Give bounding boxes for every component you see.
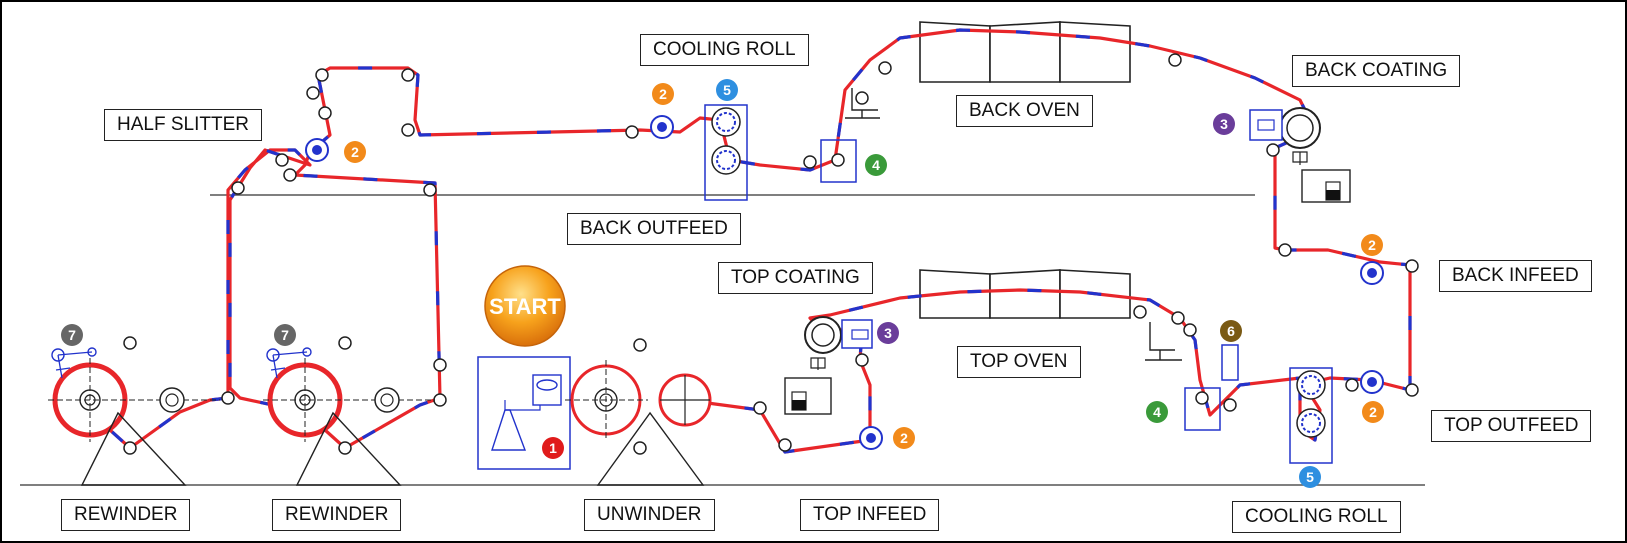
- badge-5-upper: 5: [716, 79, 738, 101]
- idler-rollers: [123, 53, 1419, 455]
- rewinder-station-2: [263, 347, 435, 486]
- svg-text:7: 7: [281, 327, 289, 343]
- badge-7-rewinder-2: 7: [274, 324, 296, 346]
- driven-rolls: [305, 115, 1384, 450]
- svg-text:3: 3: [884, 325, 892, 341]
- svg-text:2: 2: [659, 86, 667, 102]
- start-button[interactable]: START: [484, 265, 566, 347]
- badge-3-top-coating: 3: [877, 322, 899, 344]
- label-rewinder-1: REWINDER: [61, 499, 191, 531]
- label-cooling-roll-top: COOLING ROLL: [640, 34, 809, 66]
- top-coating-station: [784, 316, 873, 415]
- label-half-slitter: HALF SLITTER: [104, 109, 262, 141]
- svg-text:4: 4: [872, 157, 880, 173]
- back-coating-station: [1249, 107, 1351, 203]
- label-back-outfeed: BACK OUTFEED: [567, 213, 741, 245]
- badge-7-rewinder-1: 7: [61, 324, 83, 346]
- svg-text:2: 2: [1369, 404, 1377, 420]
- oven-exhaust-upper: [845, 88, 880, 119]
- unit-4-box-lower: [1184, 387, 1221, 431]
- svg-text:2: 2: [351, 144, 359, 160]
- badge-3-back-coating: 3: [1213, 113, 1235, 135]
- label-back-coating: BACK COATING: [1292, 55, 1461, 87]
- back-oven-hood: [919, 21, 1131, 83]
- badge-4-lower: 4: [1146, 401, 1168, 423]
- badge-5-lower: 5: [1299, 466, 1321, 488]
- top-oven-hood: [919, 269, 1131, 319]
- svg-text:6: 6: [1227, 323, 1235, 339]
- svg-text:2: 2: [900, 430, 908, 446]
- start-label: START: [489, 294, 561, 319]
- badge-1: 1: [542, 437, 564, 459]
- label-top-oven: TOP OVEN: [957, 346, 1081, 378]
- badge-2-cooling: 2: [652, 83, 674, 105]
- badge-4-upper: 4: [865, 154, 887, 176]
- label-top-coating: TOP COATING: [718, 262, 873, 294]
- svg-text:4: 4: [1153, 404, 1161, 420]
- svg-text:5: 5: [723, 82, 731, 98]
- label-top-infeed: TOP INFEED: [800, 499, 940, 531]
- unwinder-station: [477, 356, 712, 486]
- svg-text:5: 5: [1306, 469, 1314, 485]
- svg-text:2: 2: [1368, 237, 1376, 253]
- svg-text:3: 3: [1220, 116, 1228, 132]
- unit-4-box-upper: [820, 139, 857, 183]
- label-cooling-roll-bottom: COOLING ROLL: [1232, 501, 1401, 533]
- unit-6-device: [1221, 344, 1239, 381]
- rewinder-station-1: [48, 347, 220, 486]
- label-back-infeed: BACK INFEED: [1439, 260, 1592, 292]
- badge-2-half-slitter: 2: [344, 141, 366, 163]
- label-top-outfeed: TOP OUTFEED: [1431, 410, 1592, 442]
- label-unwinder: UNWINDER: [584, 499, 715, 531]
- label-rewinder-2: REWINDER: [272, 499, 402, 531]
- badge-6: 6: [1220, 320, 1242, 342]
- oven-exhaust-lower: [1145, 322, 1182, 361]
- label-back-oven: BACK OVEN: [956, 95, 1093, 127]
- cooling-roll-unit-lower: [1289, 367, 1333, 464]
- svg-text:1: 1: [549, 440, 557, 456]
- svg-text:7: 7: [68, 327, 76, 343]
- badge-2-top-infeed: 2: [893, 427, 915, 449]
- badge-2-back-infeed: 2: [1361, 234, 1383, 256]
- cooling-roll-unit-upper: [704, 104, 748, 201]
- badge-2-top-outfeed: 2: [1362, 401, 1384, 423]
